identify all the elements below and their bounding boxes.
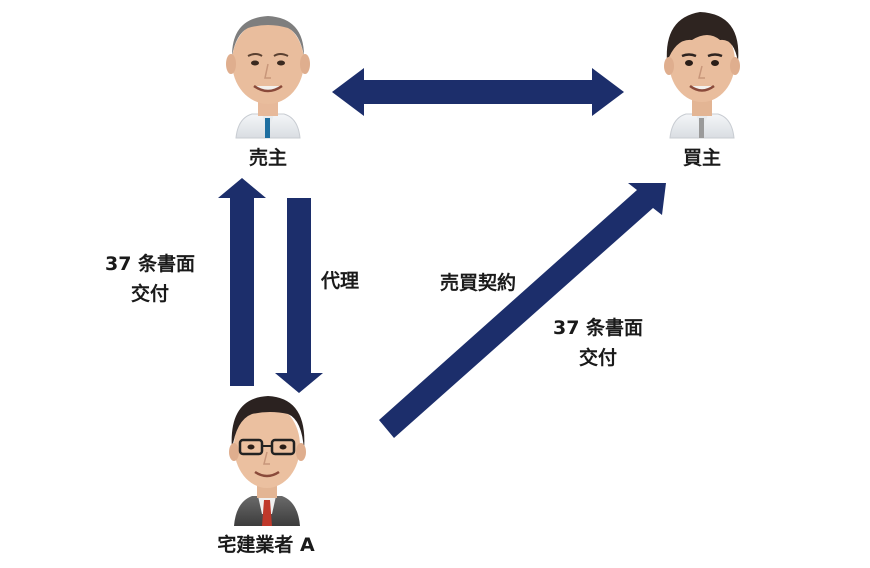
edge-buyer-delivery-label: 交付 [578,347,617,369]
edge-37-document-label: 37 条書面 [104,253,196,275]
agent-label: 宅建業者 A [217,534,315,556]
arrow-seller-to-agent [275,198,323,393]
buyer-avatar [664,12,740,139]
arrow-seller-buyer [332,68,624,116]
arrow-agent-to-buyer [379,183,666,438]
seller-avatar [226,16,310,139]
arrow-agent-to-seller [218,178,266,386]
edge-proxy-label: 代理 [320,270,359,292]
edge-buyer-37-document-label: 37 条書面 [552,317,644,339]
agent-avatar [229,396,306,526]
buyer-label: 買主 [682,147,721,169]
seller-label: 売主 [248,147,287,169]
edge-delivery-label: 交付 [130,283,169,305]
edge-sales-contract-label: 売買契約 [439,272,516,294]
